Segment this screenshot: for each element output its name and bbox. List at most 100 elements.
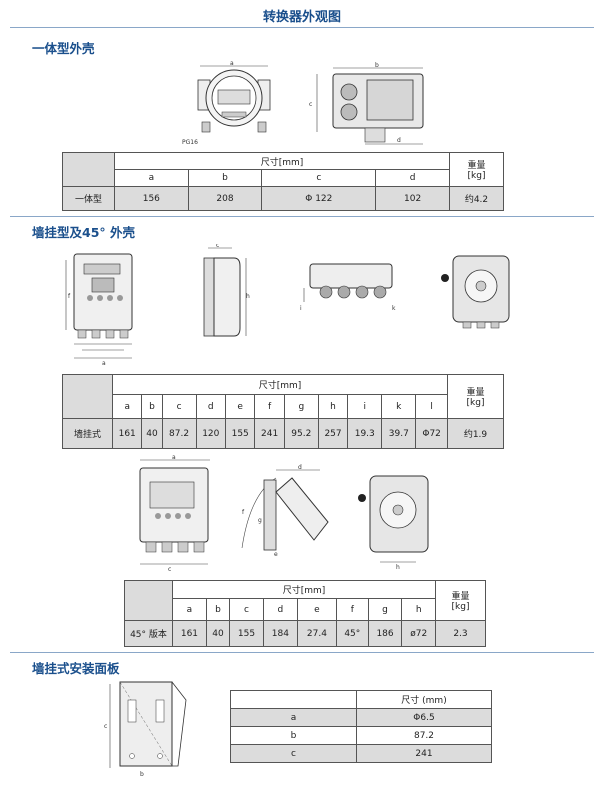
table3-cell: 184 (262, 620, 298, 647)
table-corner-cell (124, 580, 173, 621)
table2-col: a (111, 394, 143, 419)
callout-marker-icon (441, 274, 449, 282)
label-c: c (104, 723, 107, 730)
table2-col: e (224, 394, 256, 419)
table3-col: h (401, 598, 436, 621)
section-divider (10, 652, 594, 653)
table1-weight-header: 重量 [kg] (449, 152, 504, 187)
table2-col: d (195, 394, 226, 419)
table2-col: g (283, 394, 319, 419)
label-h: h (396, 564, 400, 570)
mounting-panel-table: 尺寸 (mm) a Φ6.5 b 87.2 c 241 (230, 690, 492, 763)
table2-cell: 40 (141, 418, 163, 449)
table2-cell: 155 (224, 418, 256, 449)
table3-cell: 40 (205, 620, 231, 647)
table3-cell: 161 (172, 620, 207, 647)
label-pg16: PG16 (182, 139, 198, 146)
table2-col: h (317, 394, 349, 419)
label-d: d (298, 464, 302, 471)
table1-col: c (261, 169, 377, 187)
section-title-wall-housing: 墙挂型及45° 外壳 (32, 225, 135, 240)
table2-weight: 约1.9 (447, 418, 504, 449)
table2-cell: 87.2 (161, 418, 197, 449)
label-h: h (246, 293, 250, 300)
table4-row-label: a (230, 708, 357, 727)
callout-marker-icon (358, 494, 366, 502)
label-g: g (258, 517, 262, 524)
table1-cell: 102 (375, 186, 450, 211)
table2-col: i (347, 394, 383, 419)
table3-col: g (367, 598, 403, 621)
table-corner-cell (62, 152, 115, 187)
table4-cell: 241 (356, 744, 492, 763)
table2-col: k (381, 394, 417, 419)
table3-header: 尺寸[mm] (172, 580, 436, 599)
label-f: f (242, 509, 245, 516)
table2-col: l (415, 394, 448, 419)
table2-col: b (141, 394, 163, 419)
table4-row-label: c (230, 744, 357, 763)
angled-back-drawing: h (356, 470, 436, 570)
label-c: c (168, 566, 171, 573)
table2-cell: 161 (111, 418, 143, 449)
compact-dimension-table: 尺寸[mm] 重量 [kg] a b c d 一体型 156 208 Φ 122… (62, 152, 504, 211)
wall-front-drawing: f a (62, 244, 142, 368)
table4-cell: 87.2 (356, 726, 492, 745)
label-f: f (68, 293, 71, 300)
table2-col: c (161, 394, 197, 419)
table-corner-cell (230, 690, 357, 709)
table-corner-cell (62, 374, 113, 419)
wall-side-drawing: c h (196, 244, 252, 344)
table3-col: c (229, 598, 264, 621)
compact-side-drawing: b c d (305, 62, 435, 150)
table1-cell: Φ 122 (261, 186, 377, 211)
table1-cell: 208 (187, 186, 263, 211)
label-a: a (102, 360, 106, 367)
table4-header: 尺寸 (mm) (356, 690, 492, 709)
table3-weight: 2.3 (435, 620, 486, 647)
table3-col: e (296, 598, 338, 621)
table3-col: a (172, 598, 207, 621)
table2-cell: Φ72 (415, 418, 448, 449)
table1-row-label: 一体型 (62, 186, 115, 211)
angled-front-drawing: a c (128, 454, 218, 574)
wall-bottom-drawing: i k (300, 258, 400, 316)
section-title-wall-mount-panel: 墙挂式安装面板 (32, 661, 120, 676)
label-e: e (274, 551, 278, 558)
table1-weight: 约4.2 (449, 186, 504, 211)
table1-col: b (187, 169, 263, 187)
wall-dimension-table: 尺寸[mm] 重量 [kg] a b c d e f g h i k l 墙挂式… (62, 374, 504, 449)
section-title-compact-housing: 一体型外壳 (32, 41, 95, 56)
table3-cell: 155 (229, 620, 264, 647)
table3-cell: 27.4 (296, 620, 338, 647)
table1-col: d (375, 169, 450, 187)
angled-dimension-table: 尺寸[mm] 重量 [kg] a b c d e f g h 45° 版本 16… (124, 580, 486, 647)
table4-cell: Φ6.5 (356, 708, 492, 727)
label-c: c (216, 244, 219, 249)
table3-row-label: 45° 版本 (124, 620, 173, 647)
section-divider (10, 216, 594, 217)
table2-cell: 39.7 (381, 418, 417, 449)
table3-col: f (336, 598, 369, 621)
table3-col: b (205, 598, 231, 621)
table2-cell: 257 (317, 418, 349, 449)
table1-col: a (114, 169, 189, 187)
table3-cell: 45° (336, 620, 369, 647)
table3-cell: ø72 (401, 620, 436, 647)
mounting-plate-drawing: c b (104, 676, 194, 778)
table4-row-label: b (230, 726, 357, 745)
label-a: a (230, 60, 234, 67)
compact-front-drawing: a PG16 (180, 60, 290, 150)
table2-row-label: 墙挂式 (62, 418, 113, 449)
table2-cell: 95.2 (283, 418, 319, 449)
wall-back-drawing (437, 252, 513, 332)
table1-cell: 156 (114, 186, 189, 211)
title-divider (10, 27, 594, 28)
label-b: b (375, 62, 379, 69)
table3-cell: 186 (367, 620, 403, 647)
label-b: b (140, 771, 144, 778)
table2-cell: 241 (254, 418, 285, 449)
label-k: k (392, 305, 396, 312)
label-c: c (309, 101, 312, 108)
table2-cell: 120 (195, 418, 226, 449)
